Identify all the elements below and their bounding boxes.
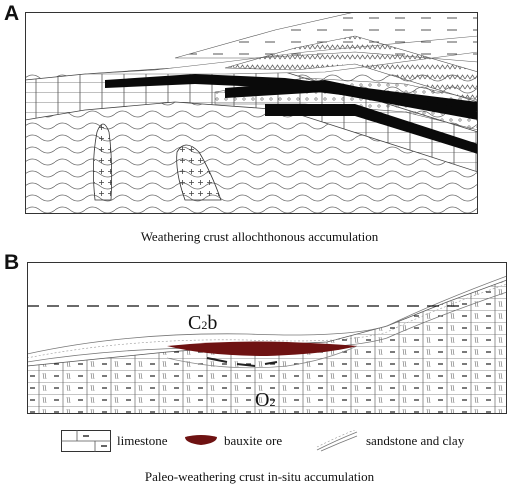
panel-b-label: B (4, 251, 20, 274)
panel-a-cross-section (25, 12, 478, 214)
panel-a-caption: Weathering crust allochthonous accumulat… (140, 229, 379, 244)
legend-swatch-sandstone (316, 430, 358, 452)
lower-unit-label: O2 (255, 389, 276, 411)
intrusion-right (176, 144, 222, 201)
dark-band-2 (225, 80, 478, 120)
panel-b-caption: Paleo-weathering crust in-situ accumulat… (144, 469, 375, 484)
upper-unit-label: C2b (188, 312, 218, 334)
limestone-band (25, 67, 478, 173)
legend-swatch-limestone (61, 430, 111, 452)
legend-swatch-bauxite (185, 435, 217, 445)
zigzag-unit (224, 35, 478, 103)
legend-limestone: limestone (117, 433, 168, 448)
legend-sandstone: sandstone and clay (366, 433, 465, 448)
intrusion-left (93, 123, 113, 201)
legend-bauxite: bauxite ore (224, 433, 283, 448)
panel-a-label: A (4, 2, 20, 25)
dark-band-3 (265, 104, 478, 154)
panel-b-cross-section (27, 262, 507, 414)
dark-band-1 (105, 74, 478, 112)
bauxite-lens (167, 341, 357, 356)
